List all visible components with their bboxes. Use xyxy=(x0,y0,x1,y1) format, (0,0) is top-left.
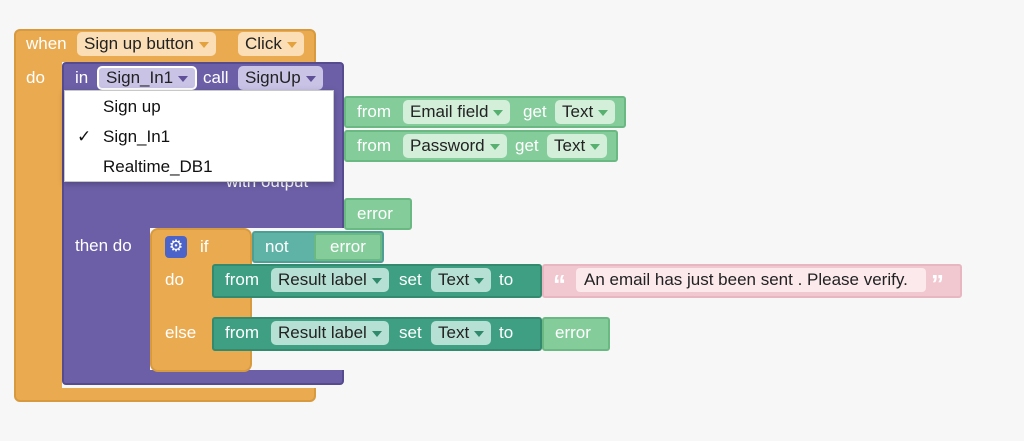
close-quote-icon: ” xyxy=(931,269,944,299)
chevron-down-icon xyxy=(489,144,500,150)
chevron-down-icon xyxy=(198,42,209,48)
local-getter-error[interactable] xyxy=(314,233,382,261)
not-label: not xyxy=(265,237,289,256)
call-label: call xyxy=(203,68,229,87)
error-label: error xyxy=(330,237,366,256)
chevron-down-icon xyxy=(590,144,601,150)
chevron-down-icon xyxy=(371,331,382,337)
chevron-down-icon xyxy=(598,110,609,116)
chevron-down-icon xyxy=(474,331,485,337)
text-string-field[interactable]: An email has just been sent . Please ver… xyxy=(576,268,926,292)
property-dropdown-text[interactable]: Text xyxy=(431,321,492,345)
component-dropdown-result-label[interactable]: Result label xyxy=(271,268,389,292)
open-quote-icon: “ xyxy=(553,269,566,299)
checkmark-icon: ✓ xyxy=(77,127,92,146)
do-label: do xyxy=(26,68,45,87)
if-do-label: do xyxy=(165,270,184,289)
method-dropdown-signup[interactable]: SignUp xyxy=(238,66,323,90)
then-do-label: then do xyxy=(75,236,132,255)
to-label: to xyxy=(499,323,514,342)
property-dropdown-text[interactable]: Text xyxy=(431,268,492,292)
chevron-down-icon xyxy=(493,110,504,116)
in-label: in xyxy=(75,68,89,87)
when-label: when xyxy=(26,34,67,53)
property-dropdown-text[interactable]: Text xyxy=(547,134,608,158)
component-dropdown-email-field[interactable]: Email field xyxy=(403,100,511,124)
get-label: get xyxy=(523,102,547,121)
set-label: set xyxy=(399,270,422,289)
component-dropdown-result-label[interactable]: Result label xyxy=(271,321,389,345)
chevron-down-icon xyxy=(178,76,189,82)
to-label: to xyxy=(499,270,514,289)
local-getter-error[interactable] xyxy=(344,198,412,230)
set-label: set xyxy=(399,323,422,342)
chevron-down-icon xyxy=(305,76,316,82)
menu-item-sign-up[interactable]: Sign up xyxy=(103,97,161,116)
component-dropdown-password[interactable]: Password xyxy=(403,134,507,158)
component-dropdown-sign-in1[interactable]: Sign_In1 xyxy=(97,66,198,90)
from-label: from xyxy=(225,323,259,342)
chevron-down-icon xyxy=(371,278,382,284)
property-dropdown-text[interactable]: Text xyxy=(555,100,616,124)
error-label: error xyxy=(555,323,591,342)
chevron-down-icon xyxy=(286,42,297,48)
error-label: error xyxy=(357,204,393,223)
menu-item-realtime-db1[interactable]: Realtime_DB1 xyxy=(103,157,213,176)
from-label: from xyxy=(357,102,391,121)
menu-item-sign-in1[interactable]: ✓ Sign_In1 xyxy=(65,122,333,152)
else-label: else xyxy=(165,323,197,342)
if-label: if xyxy=(200,237,209,256)
component-dropdown-sign-up-button[interactable]: Sign up button xyxy=(77,32,216,56)
component-dropdown-menu: Sign up ✓ Sign_In1 Realtime_DB1 xyxy=(64,90,334,182)
chevron-down-icon xyxy=(474,278,485,284)
local-getter-error[interactable] xyxy=(542,317,610,351)
gear-icon[interactable]: ⚙ xyxy=(165,236,187,258)
from-label: from xyxy=(357,136,391,155)
get-label: get xyxy=(515,136,539,155)
event-dropdown-click[interactable]: Click xyxy=(238,32,304,56)
from-label: from xyxy=(225,270,259,289)
